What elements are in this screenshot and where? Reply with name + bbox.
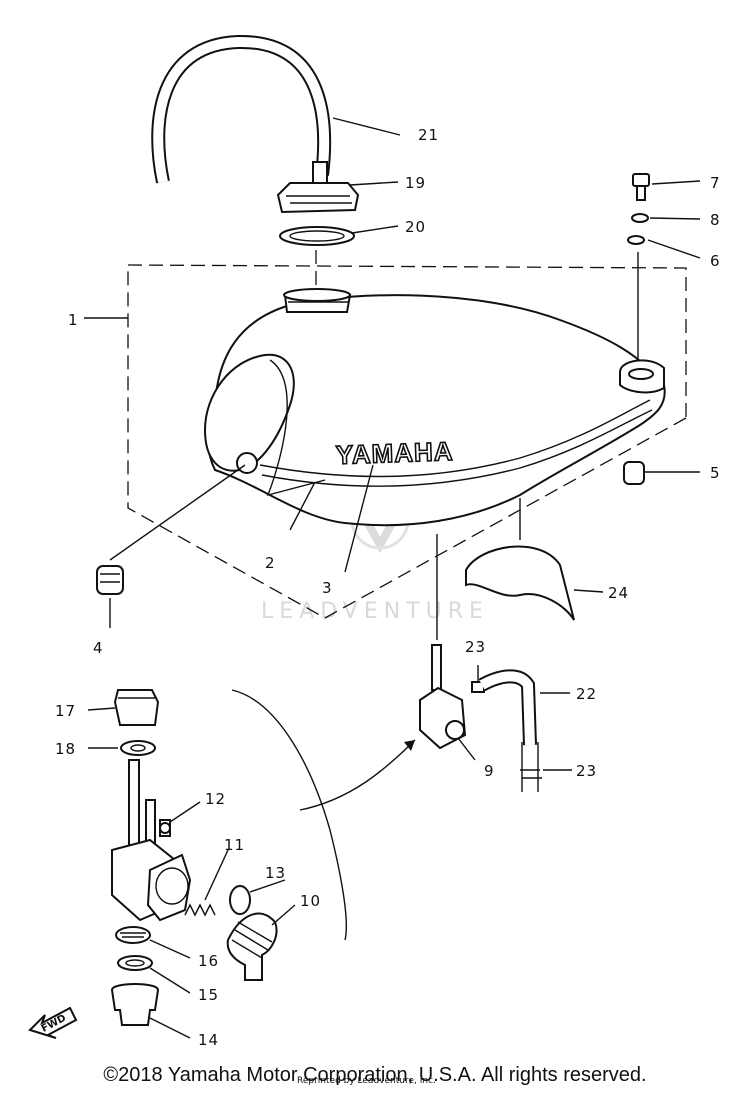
- watermark-text: LEADVENTURE: [261, 599, 489, 624]
- spring: [184, 903, 216, 917]
- callout-8: 8: [710, 211, 721, 229]
- fuel-cap: [276, 161, 360, 214]
- callout-16: 16: [198, 952, 219, 970]
- footer: ©2018 Yamaha Motor Corporation, U.S.A. A…: [0, 1064, 750, 1094]
- cup-gasket: [117, 955, 153, 971]
- tank-grommet: [96, 565, 124, 595]
- callout-3: 3: [322, 579, 333, 597]
- reprint-note: Reprinted by Leadventure, Inc.: [297, 1076, 436, 1086]
- cock-lever: [226, 912, 278, 981]
- callout-10: 10: [300, 892, 321, 910]
- callout-19: 19: [405, 174, 426, 192]
- fuel-cock-large: [111, 759, 192, 922]
- fuel-cock-nut: [113, 689, 160, 756]
- callout-20: 20: [405, 218, 426, 236]
- callout-7: 7: [710, 174, 721, 192]
- leader-lines: [84, 117, 701, 1039]
- copyright-notice: ©2018 Yamaha Motor Corporation, U.S.A. A…: [103, 1064, 647, 1086]
- callout-9: 9: [484, 762, 495, 780]
- callout-15: 15: [198, 986, 219, 1004]
- filter-screen: [115, 926, 151, 944]
- callout-23-bottom: 23: [576, 762, 597, 780]
- callout-labels: 21 19 20 1 7 8 6 5 2 3 4 24 23 22 23 9 1…: [55, 126, 721, 1049]
- tank-band: [465, 545, 575, 621]
- callout-23-top: 23: [465, 638, 486, 656]
- callout-17: 17: [55, 702, 76, 720]
- tank-brand-logo: YAMAHA: [335, 436, 454, 470]
- fuel-cup: [110, 983, 160, 1026]
- callout-21: 21: [418, 126, 439, 144]
- callout-12: 12: [205, 790, 226, 808]
- assembly-outline: [127, 264, 687, 619]
- fuel-cock-small: [419, 534, 485, 750]
- callout-4: 4: [93, 639, 104, 657]
- callout-18: 18: [55, 740, 76, 758]
- fwd-arrow-icon: FWD: [28, 1006, 78, 1039]
- callout-2: 2: [265, 554, 276, 572]
- callout-11: 11: [224, 836, 245, 854]
- callout-13: 13: [265, 864, 286, 882]
- callout-6: 6: [710, 252, 721, 270]
- fuel-tank-exploded-diagram: LEADVENTURE YAMAHA: [28, 34, 721, 1049]
- callout-5: 5: [710, 464, 721, 482]
- mounting-hardware: [623, 173, 650, 485]
- callout-24: 24: [608, 584, 629, 602]
- callout-1: 1: [68, 311, 79, 329]
- o-ring: [229, 885, 251, 915]
- fuel-tank: YAMAHA: [203, 288, 666, 527]
- callout-22: 22: [576, 685, 597, 703]
- cap-gasket: [279, 226, 355, 246]
- callout-14: 14: [198, 1031, 219, 1049]
